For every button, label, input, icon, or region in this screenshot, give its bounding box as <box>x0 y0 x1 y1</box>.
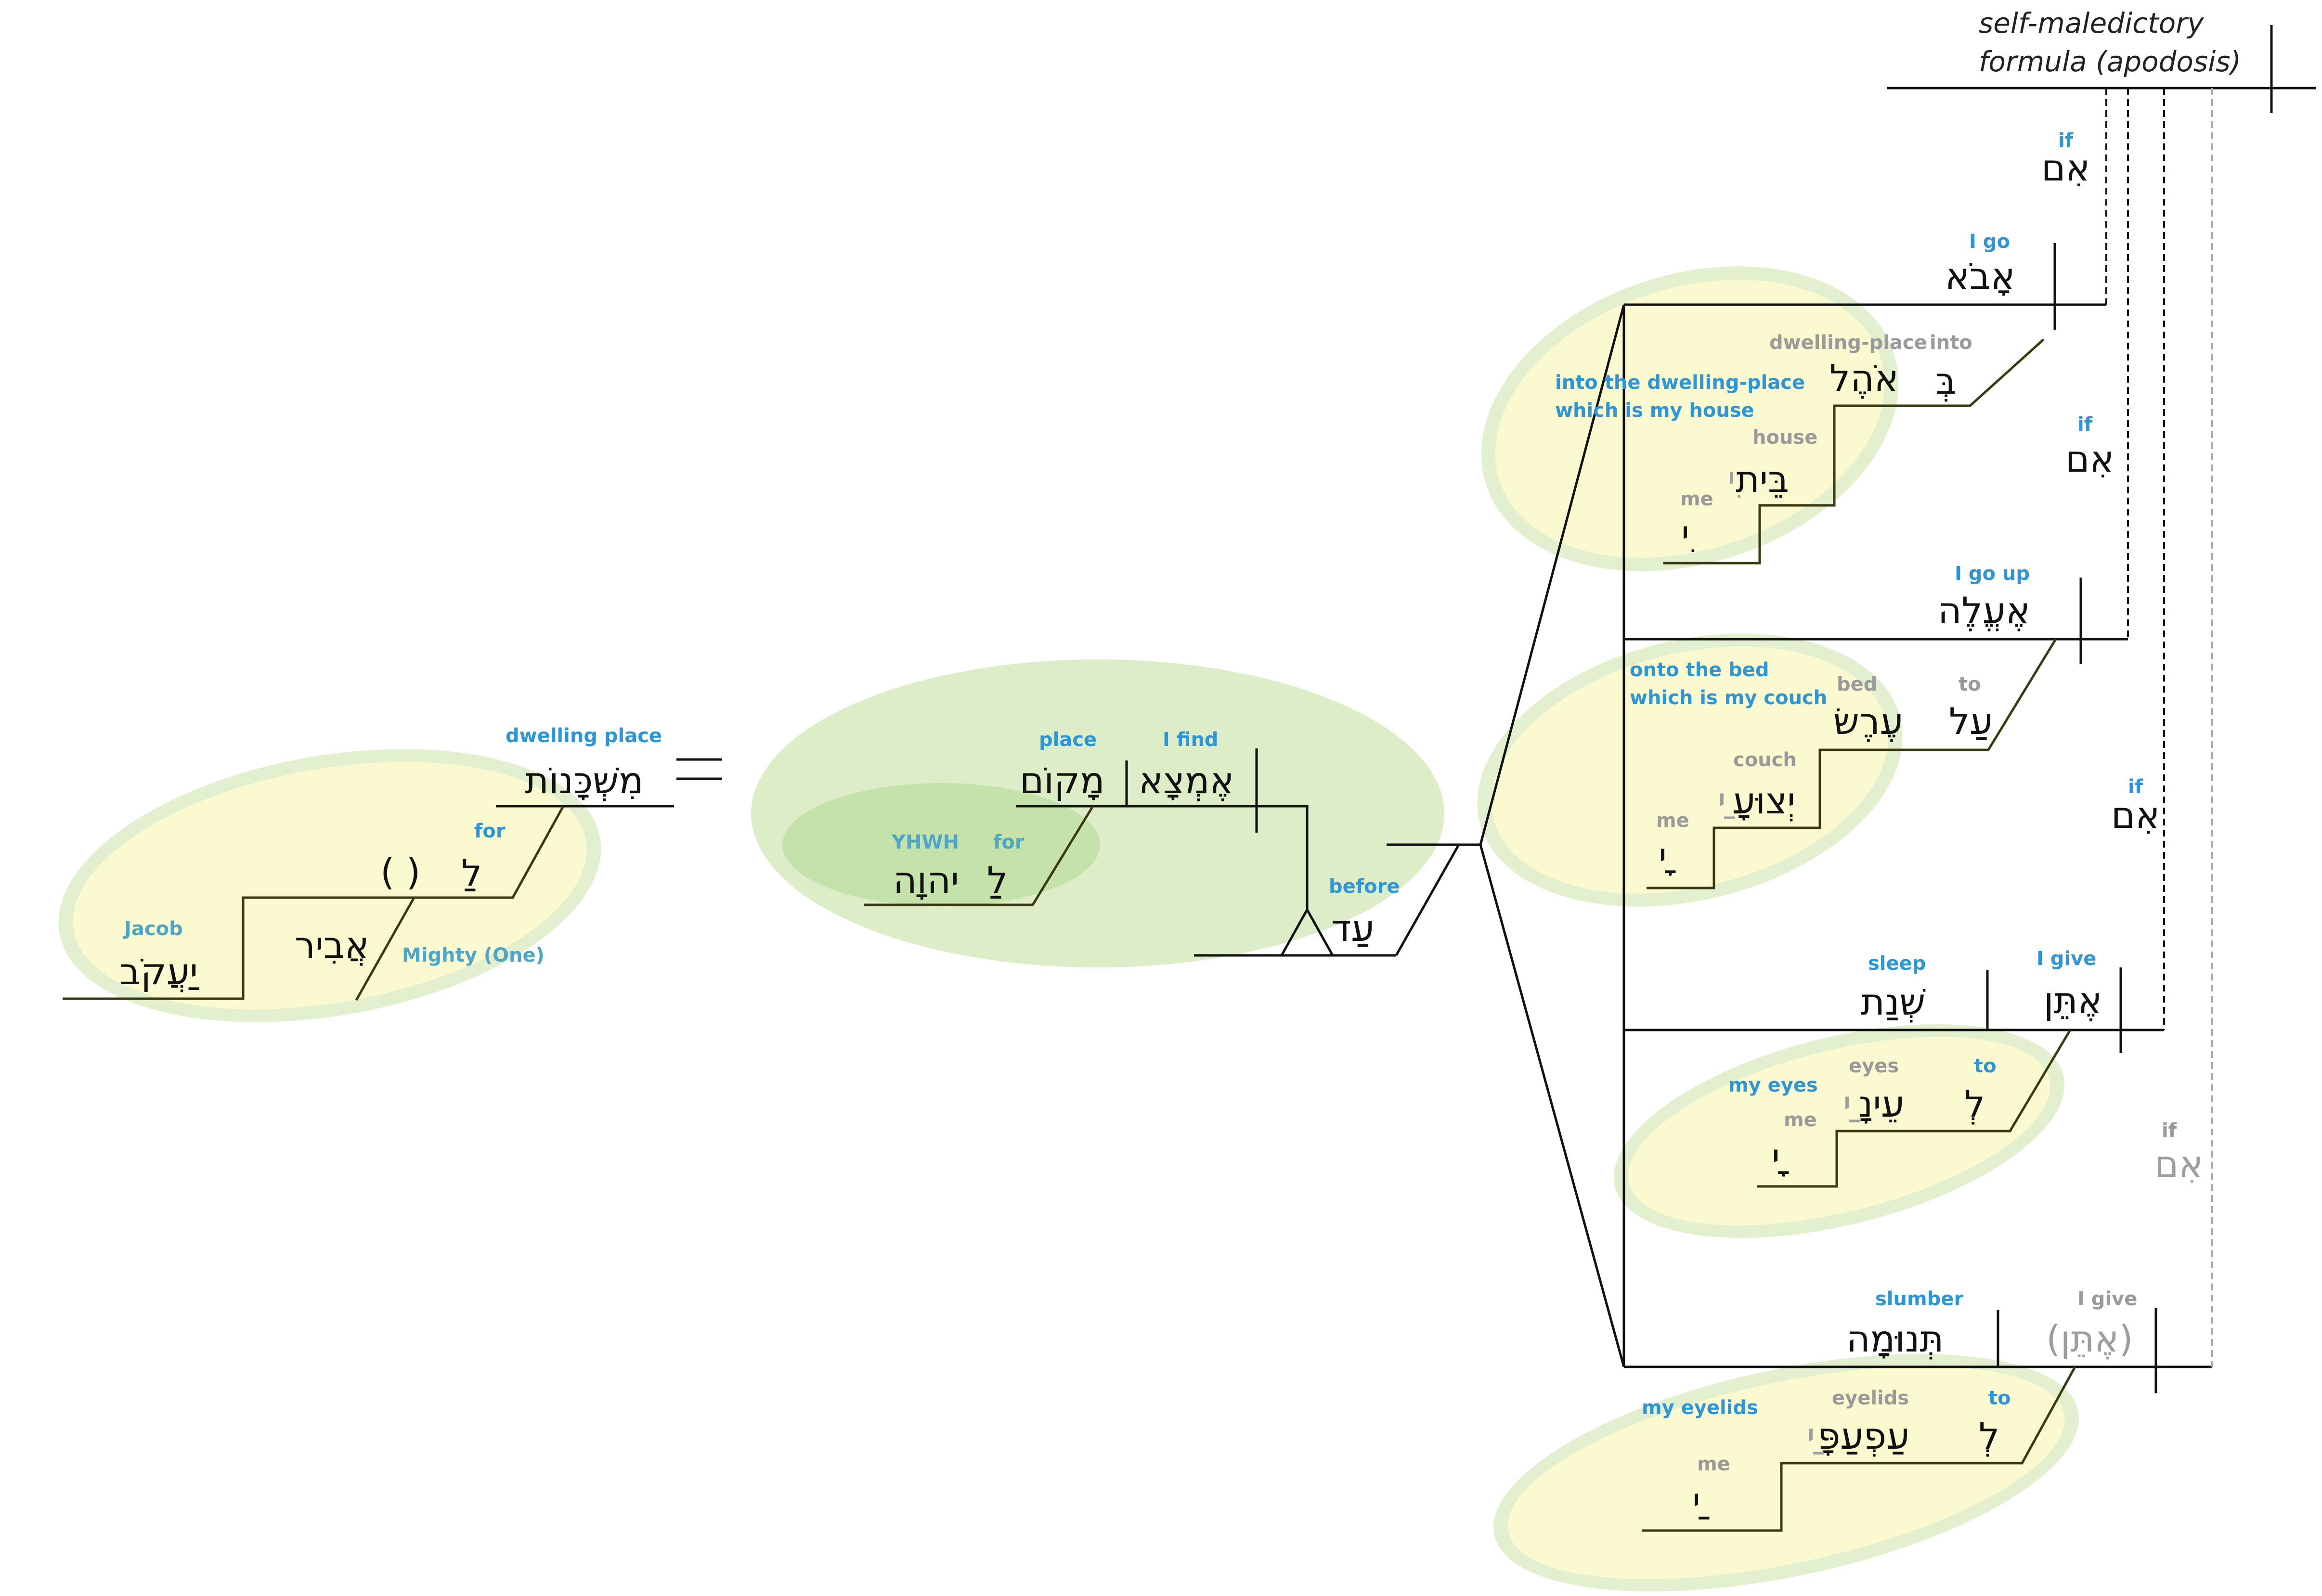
hebrew-im-3: אִם <box>2111 794 2160 837</box>
gloss-i-go: I go <box>1969 231 2010 253</box>
hebrew-einay: עֵינָ <box>1858 1082 1905 1125</box>
hebrew-tenumah: תְּנוּמָה <box>1846 1317 1944 1360</box>
gloss-i-give-implied: I give <box>2077 1288 2137 1310</box>
gloss-into-dwelling-1: into the dwelling-place <box>1555 372 1805 394</box>
gloss-dwelling-place: dwelling place <box>506 725 662 747</box>
hebrew-le-3: לְ <box>1964 1082 1985 1125</box>
hebrew-yaakov: יַעֲקֹב <box>119 950 199 993</box>
gloss-i-give: I give <box>2037 948 2096 970</box>
gloss-if-4: if <box>2162 1120 2177 1142</box>
gloss-jacob: Jacob <box>123 918 183 940</box>
gloss-me-4: me <box>1697 1453 1730 1475</box>
gloss-yhwh: YHWH <box>891 831 959 853</box>
highlight-blobs <box>58 266 2079 1592</box>
hebrew-im-1: אִם <box>2041 146 2090 189</box>
gloss-before: before <box>1329 875 1400 898</box>
hebrew-im-4: אִם <box>2154 1143 2203 1185</box>
gloss-to-4: to <box>1988 1387 2011 1409</box>
highlight-middle-dark-green <box>782 783 1100 906</box>
gloss-i-go-up: I go up <box>1955 563 2030 585</box>
hebrew-la-middle: לַ <box>987 859 1008 901</box>
gloss-to-2: to <box>1959 673 1981 695</box>
hebrew-yhwh: יהוָה <box>893 859 959 901</box>
gloss-couch: couch <box>1733 749 1797 771</box>
hebrew-avo: אָבֹא <box>1945 255 2015 297</box>
diagram-lines <box>63 25 2316 1532</box>
hebrew-ad: עַד <box>1331 907 1375 950</box>
empty-parens: ( ) <box>380 850 420 893</box>
hebrew-beit: בֵּית <box>1736 458 1789 501</box>
hebrew-la-left: לַ <box>461 851 482 894</box>
gloss-onto-bed-2: which is my couch <box>1630 687 1827 709</box>
gloss-mighty-one: Mighty (One) <box>402 944 545 966</box>
gloss-dwelling-place-c1: dwelling-place <box>1769 332 1927 354</box>
gloss-eyes: eyes <box>1849 1055 1899 1077</box>
gloss-me-1: me <box>1680 488 1713 510</box>
highlight-left-yellow <box>73 761 587 1010</box>
gloss-onto-bed-1: onto the bed <box>1630 659 1769 681</box>
hebrew-afapay: עַפְעַפָּ <box>1817 1415 1910 1457</box>
gloss-into-dwelling-2: which is my house <box>1555 399 1754 422</box>
hebrew-abir: אֲבִיר <box>295 924 369 966</box>
hebrew-maqom: מָקוֹם <box>1020 759 1105 802</box>
hebrew-mishkanot: מִשְׁכָּנוֹת <box>525 759 644 802</box>
apodosis-title-line1: self-maledictory <box>1979 7 2204 39</box>
gloss-me-3: me <box>1784 1109 1817 1131</box>
gloss-if-2: if <box>2077 413 2093 436</box>
hebrew-al: עַל <box>1949 700 1993 743</box>
gloss-slumber: slumber <box>1875 1288 1963 1310</box>
gloss-me-2: me <box>1656 810 1689 832</box>
gloss-place: place <box>1039 729 1097 751</box>
highlight-clause2-yellow <box>1492 646 1888 894</box>
apodosis-title-line2: formula (apodosis) <box>1979 45 2241 78</box>
hebrew-im-2: אִם <box>2065 438 2114 480</box>
hebrew-yetsua: יְצוּעָ <box>1732 779 1795 822</box>
gloss-house: house <box>1752 426 1817 449</box>
hebrew-shenat: שְׁנַת <box>1861 980 1925 1023</box>
highlight-clause1-yellow <box>1495 280 1885 558</box>
gloss-if-1: if <box>2058 129 2074 152</box>
gloss-i-find: I find <box>1163 729 1219 751</box>
hebrew-be: בְּ <box>1935 360 1957 402</box>
highlight-clause4-yellow <box>1507 1366 2065 1580</box>
gloss-my-eyelids: my eyelids <box>1642 1397 1758 1419</box>
hebrew-emtsa: אֶמְצָא <box>1139 759 1234 802</box>
gloss-bed: bed <box>1837 673 1877 695</box>
gloss-for-left: for <box>474 820 506 842</box>
hebrew-eeleh: אֶעֱלֶה <box>1938 589 2030 632</box>
gloss-my-eyes: my eyes <box>1728 1074 1818 1096</box>
gloss-to-3: to <box>1974 1055 1997 1077</box>
gloss-eyelids: eyelids <box>1832 1387 1909 1409</box>
gloss-into: into <box>1930 332 1972 354</box>
hebrew-ohel: אֹהֶל <box>1829 357 1899 399</box>
gloss-sleep: sleep <box>1868 952 1926 975</box>
hebrew-eten-implied: (אֶתֵּן) <box>2046 1317 2133 1360</box>
gloss-for-middle: for <box>993 831 1025 853</box>
gloss-if-3: if <box>2128 776 2143 798</box>
hebrew-eten: אֶתֵּן <box>2044 979 2102 1022</box>
hebrew-eres: עֶרֶשׂ <box>1833 700 1903 743</box>
hebrew-le-4: לְ <box>1979 1415 1999 1457</box>
